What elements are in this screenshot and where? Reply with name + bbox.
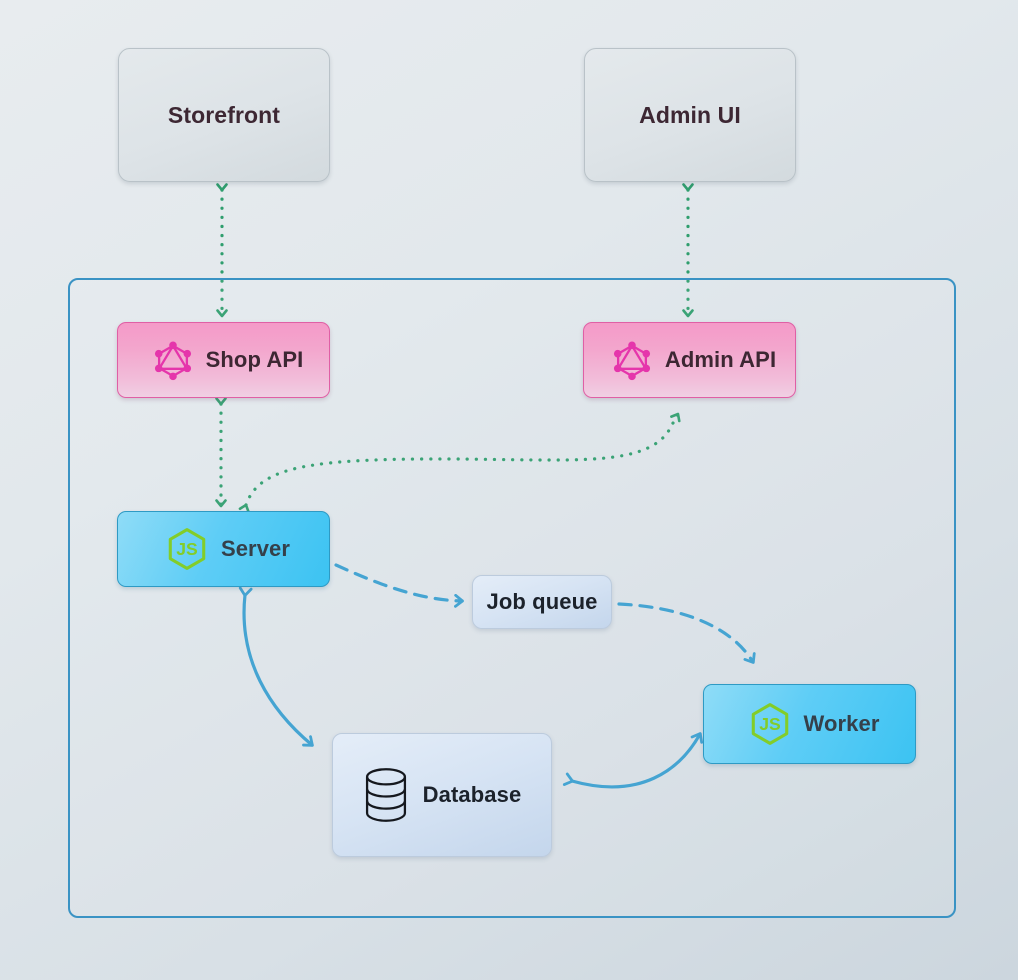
node-worker-label: Worker (803, 711, 880, 736)
node-database[interactable]: Database (332, 733, 552, 857)
node-shop-api[interactable]: Shop API (117, 322, 330, 398)
node-shop-api-label: Shop API (205, 347, 304, 372)
node-database-label: Database (422, 782, 522, 807)
node-admin-api-label: Admin API (664, 347, 777, 372)
node-job-queue-label: Job queue (486, 589, 598, 614)
node-worker[interactable]: JS Worker (703, 684, 916, 764)
node-storefront[interactable]: Storefront (118, 48, 330, 182)
node-server[interactable]: JS Server (117, 511, 330, 587)
nodejs-icon: JS (165, 527, 209, 571)
graphql-icon (152, 339, 194, 381)
node-server-label: Server (220, 536, 291, 561)
svg-text:JS: JS (176, 539, 198, 559)
node-storefront-label: Storefront (167, 101, 281, 128)
node-admin-api[interactable]: Admin API (583, 322, 796, 398)
database-cylinder-icon (363, 767, 409, 823)
node-admin-ui[interactable]: Admin UI (584, 48, 796, 182)
nodejs-icon: JS (748, 702, 792, 746)
svg-text:JS: JS (759, 714, 781, 734)
node-admin-ui-label: Admin UI (639, 101, 741, 128)
graphql-icon (611, 339, 653, 381)
node-job-queue[interactable]: Job queue (472, 575, 612, 629)
